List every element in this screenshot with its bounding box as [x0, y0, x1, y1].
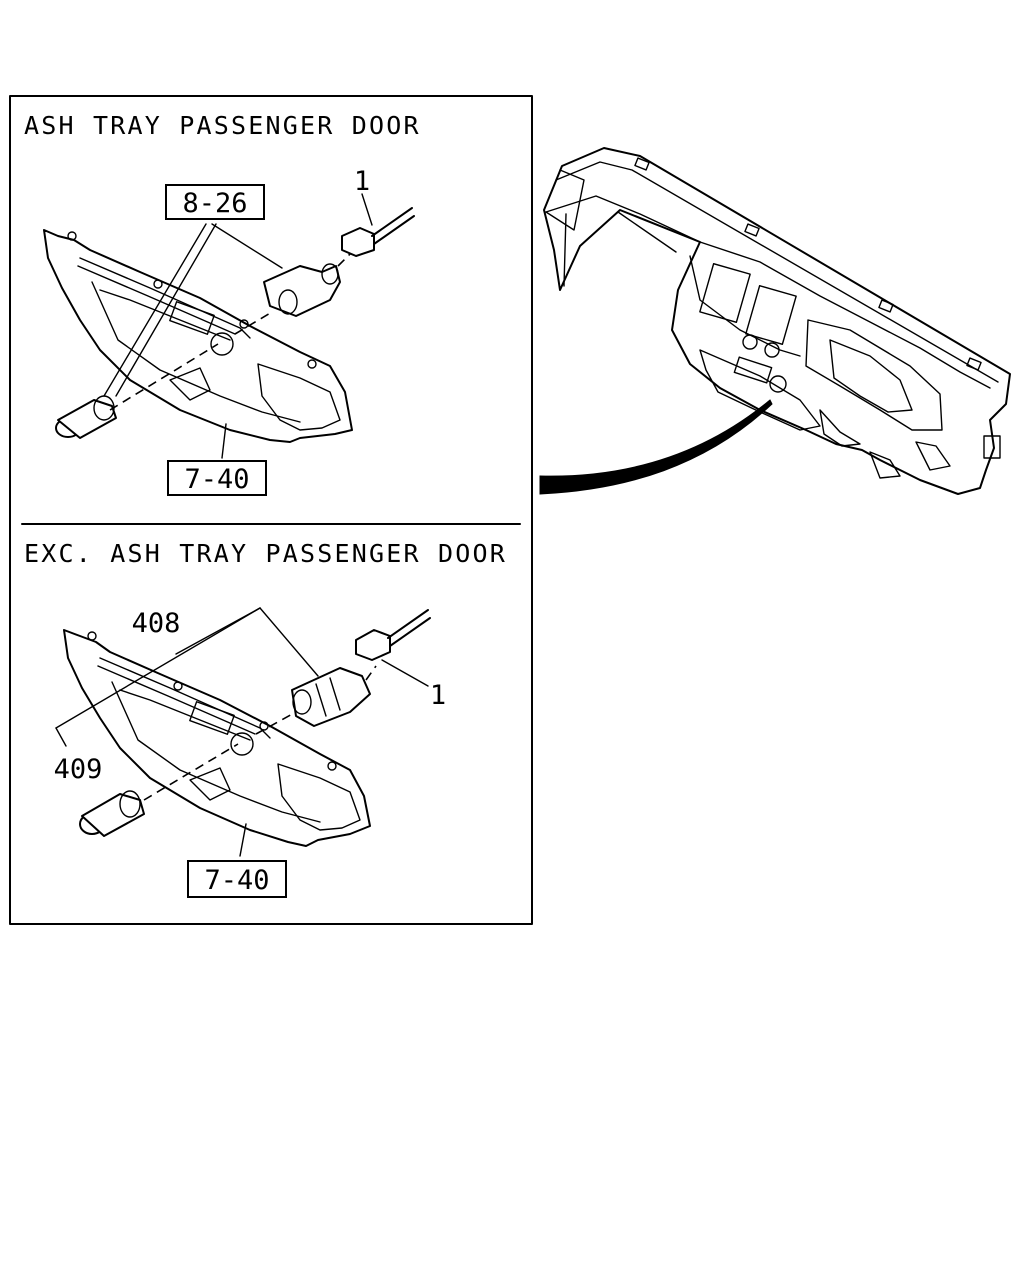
- top-connector: [341, 193, 415, 257]
- part-label-409: 409: [54, 754, 103, 785]
- bottom-knob: [79, 790, 145, 837]
- top-knob: [55, 395, 117, 439]
- ref-box-7-40-top: [167, 460, 267, 496]
- dashboard-overview: [543, 147, 1011, 495]
- part-label-408: 408: [132, 608, 181, 639]
- bottom-panel-title: EXC. ASH TRAY PASSENGER DOOR: [24, 539, 507, 568]
- ref-label-7-40-bottom: 7-40: [204, 865, 269, 896]
- pointer-arrow: [539, 399, 773, 495]
- ref-box-8-26: [165, 184, 265, 220]
- top-socket: [263, 263, 341, 317]
- part-label-1-top: 1: [354, 166, 370, 197]
- bottom-bezel: [63, 629, 371, 847]
- bottom-socket: [291, 667, 371, 727]
- bottom-panel: EXC. ASH TRAY PASSENGER DOOR: [24, 539, 507, 898]
- top-panel-title: ASH TRAY PASSENGER DOOR: [24, 111, 421, 140]
- part-label-1-bottom: 1: [430, 680, 446, 711]
- top-panel: ASH TRAY PASSENGER DOOR: [24, 111, 421, 496]
- bottom-connector: [355, 609, 431, 661]
- ref-label-8-26: 8-26: [182, 188, 247, 219]
- ref-label-7-40-top: 7-40: [184, 464, 249, 495]
- panel-frame: [9, 95, 533, 925]
- ref-box-7-40-bottom: [187, 860, 287, 898]
